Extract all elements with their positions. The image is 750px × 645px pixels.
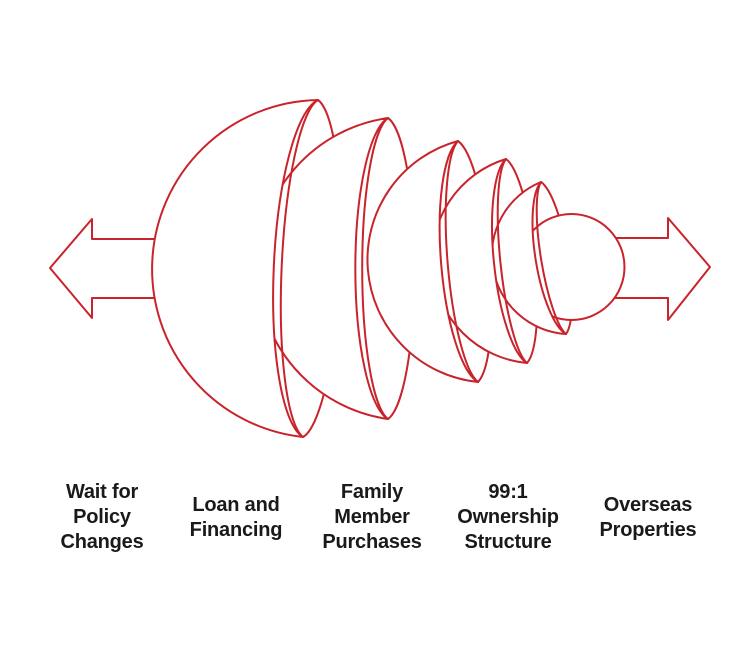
- label-line: Wait for: [65, 481, 139, 503]
- label-line: Financing: [189, 519, 283, 541]
- label-line: Loan and: [192, 494, 280, 516]
- label-line: Changes: [60, 531, 144, 553]
- label-line: Family: [340, 481, 404, 503]
- label-wait-for-policy-changes: Wait for Policy Changes: [20, 480, 184, 555]
- label-line: Member: [334, 506, 410, 528]
- label-loan-and-financing: Loan and Financing: [154, 493, 318, 543]
- label-line: Purchases: [322, 531, 422, 553]
- shell-4-inner-rim: [535, 181, 567, 335]
- label-line: Overseas: [603, 494, 693, 516]
- label-line: Policy: [73, 506, 131, 528]
- shell-2-inner-rim: [444, 140, 479, 383]
- shell-1-inner-rim: [361, 117, 389, 420]
- label-family-member-purchases: Family Member Purchases: [290, 480, 454, 555]
- label-overseas-properties: Overseas Properties: [566, 493, 730, 543]
- label-line: Properties: [599, 519, 697, 541]
- label-line: Ownership: [457, 506, 559, 528]
- label-line: 99:1: [488, 481, 528, 503]
- label-line: Structure: [464, 531, 552, 553]
- shell-0-inner-rim: [279, 99, 319, 438]
- shell-3-inner-rim: [496, 158, 528, 364]
- label-99-1-ownership-structure: 99:1 Ownership Structure: [426, 480, 590, 555]
